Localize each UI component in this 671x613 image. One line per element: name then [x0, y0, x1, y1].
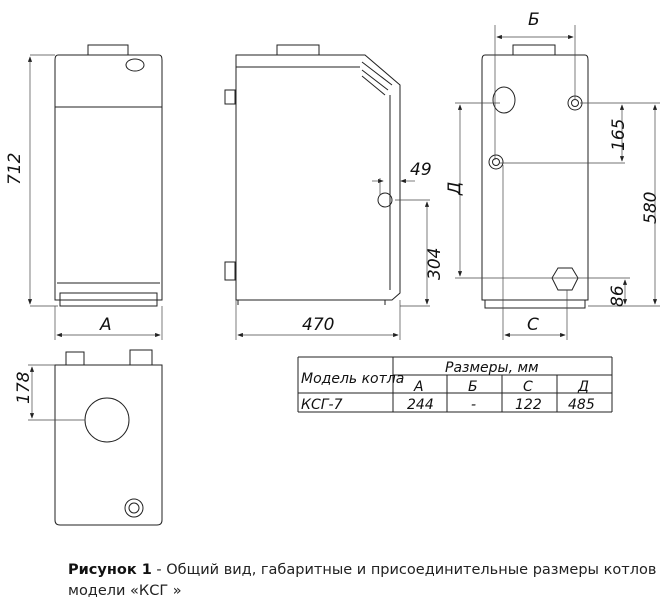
dim-712: 712 [5, 153, 25, 185]
dim-49: 49 [410, 160, 432, 180]
dim-d: Д [445, 182, 465, 196]
dim-304: 304 [425, 248, 445, 280]
table-col-a: A [413, 379, 424, 395]
table-header-sizes: Размеры, мм [445, 360, 539, 376]
top-view: 178 [14, 349, 163, 526]
back-view: Б Д 165 580 86 C [445, 10, 661, 340]
dim-86: 86 [608, 285, 628, 307]
figure-label: Рисунок 1 [68, 562, 152, 578]
table-cell-model: КСГ-7 [301, 397, 343, 413]
dim-178: 178 [14, 371, 34, 404]
dim-b: Б [528, 10, 540, 30]
table-col-d: Д [577, 379, 589, 395]
dim-c: C [527, 315, 539, 335]
dim-a: A [99, 315, 112, 335]
side-view: 49 304 470 [224, 44, 445, 340]
figure-caption: Рисунок 1 - Общий вид, габаритные и прис… [68, 560, 668, 602]
dim-580: 580 [641, 192, 661, 224]
dim-165: 165 [609, 119, 629, 151]
caption-text: - Общий вид, габаритные и присоединитель… [68, 562, 657, 599]
dim-470: 470 [302, 315, 334, 335]
table-cell-c: 122 [515, 397, 542, 413]
front-view: 712 A [5, 44, 163, 340]
table-cell-d: 485 [568, 397, 595, 413]
table-col-c: C [523, 379, 533, 395]
table-cell-a: 244 [407, 397, 434, 413]
table-col-b: Б [468, 379, 478, 395]
table-cell-b: - [471, 397, 476, 413]
dimensions-table: Модель котла Размеры, мм A Б C Д КСГ-7 2… [297, 356, 613, 413]
table-header-model: Модель котла [301, 371, 404, 387]
